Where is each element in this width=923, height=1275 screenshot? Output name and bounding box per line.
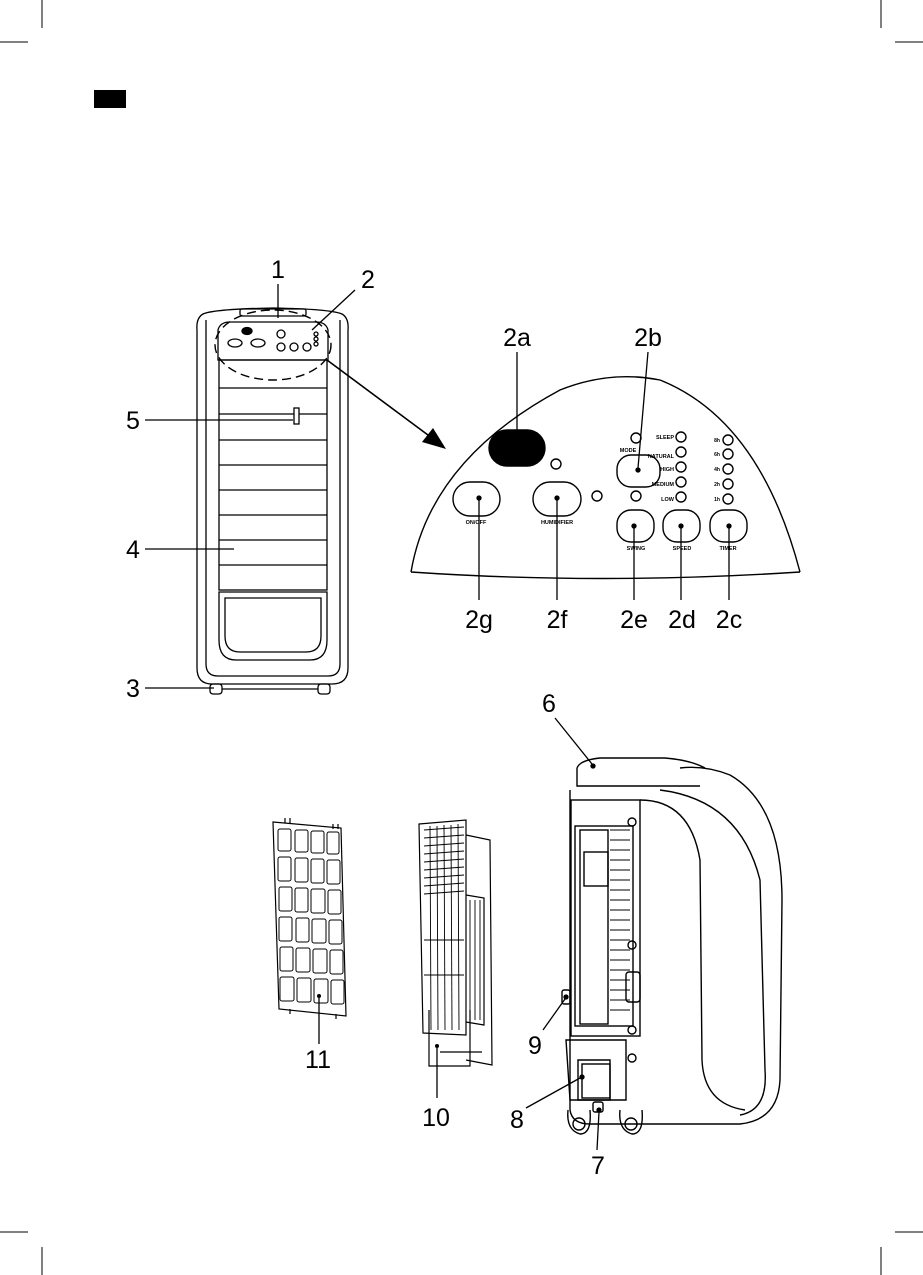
cooling-filter-cartridge <box>419 820 492 1066</box>
filter-panel <box>273 818 346 1019</box>
label-high: HIGH <box>660 467 674 473</box>
callout-3: 3 <box>126 675 140 703</box>
label-swing: SWING <box>627 546 646 552</box>
panel-callout-lines <box>477 352 731 600</box>
label-1h: 1h <box>714 497 720 503</box>
label-2h: 2h <box>714 482 720 488</box>
callout-2c: 2c <box>716 606 742 634</box>
zoom-arrow <box>327 360 446 449</box>
callout-2b: 2b <box>634 324 662 352</box>
label-8h: 8h <box>714 438 720 444</box>
rear-callout-lines <box>526 718 601 1150</box>
callout-2f: 2f <box>547 606 568 634</box>
rear-view-cooler <box>562 758 782 1134</box>
callout-4: 4 <box>126 536 140 564</box>
callout-11: 11 <box>305 1046 331 1074</box>
label-6h: 6h <box>714 452 720 458</box>
callout-6: 6 <box>542 690 556 718</box>
callout-2a: 2a <box>503 324 531 352</box>
callout-8: 8 <box>510 1106 524 1134</box>
label-medium: MEDIUM <box>652 482 675 488</box>
language-tab <box>94 90 126 108</box>
label-speed: SPEED <box>673 546 692 552</box>
callout-1: 1 <box>271 256 285 284</box>
front-callout-lines <box>145 284 355 688</box>
callout-9: 9 <box>528 1032 542 1060</box>
label-onoff: ON/OFF <box>466 520 487 526</box>
callout-2: 2 <box>361 266 375 294</box>
callout-10: 10 <box>422 1104 450 1132</box>
control-panel-detail <box>411 377 800 579</box>
callout-2d: 2d <box>668 606 696 634</box>
callout-dot-11 <box>317 994 321 998</box>
callout-5: 5 <box>126 407 140 435</box>
label-low: LOW <box>661 497 675 503</box>
callout-2e: 2e <box>620 606 648 634</box>
label-4h: 4h <box>714 467 720 473</box>
label-sleep: SLEEP <box>656 435 674 441</box>
callout-dot-10 <box>435 1044 439 1048</box>
front-view-cooler <box>197 308 348 694</box>
callout-2g: 2g <box>465 606 493 634</box>
label-natural: NATURAL <box>648 454 675 460</box>
label-mode: MODE <box>620 448 637 454</box>
label-timer: TIMER <box>719 546 736 552</box>
callout-7: 7 <box>591 1152 605 1180</box>
